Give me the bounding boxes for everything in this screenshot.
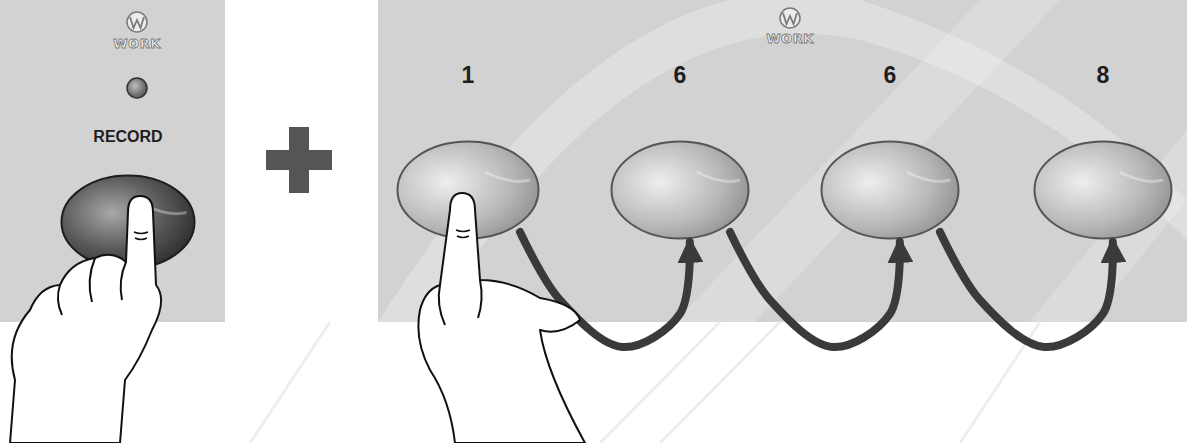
push-button: 1 <box>396 62 540 240</box>
push-button: 6 <box>610 62 750 240</box>
pointing-hand <box>10 196 161 443</box>
curved-arrow <box>730 232 900 347</box>
button-face <box>62 176 195 269</box>
record-panel <box>0 0 225 322</box>
button-sheen <box>1120 172 1163 181</box>
brand-name: WORK <box>97 36 177 51</box>
step-number: 6 <box>820 62 960 89</box>
button-face <box>1035 142 1172 239</box>
curved-arrow <box>940 232 1113 347</box>
step-number: 8 <box>1033 62 1173 89</box>
step-number: 1 <box>396 62 540 89</box>
button-label: RECORD <box>60 128 196 146</box>
button-face <box>822 142 959 239</box>
button-ellipse <box>1033 140 1173 240</box>
step-number: 6 <box>610 62 750 89</box>
button-ellipse <box>396 140 540 240</box>
watermark-band <box>930 130 1187 443</box>
button-face <box>398 142 539 239</box>
brand-name: WORK <box>750 31 830 46</box>
brand-logo <box>780 8 800 28</box>
pointing-hand <box>418 193 585 443</box>
record-led <box>127 78 147 98</box>
button-sheen <box>485 172 530 181</box>
push-button: 6 <box>820 62 960 240</box>
button-sheen <box>144 205 186 214</box>
button-ellipse <box>60 174 196 270</box>
button-ellipse <box>610 140 750 240</box>
button-ellipse <box>820 140 960 240</box>
brand-logo <box>127 12 147 32</box>
button-sheen <box>907 172 950 181</box>
button-sheen <box>697 172 740 181</box>
push-button: 8 <box>1033 62 1173 240</box>
push-button: RECORD <box>60 128 196 270</box>
curved-arrow <box>520 232 690 347</box>
plus-sign <box>266 127 332 193</box>
watermark-line <box>250 322 1040 443</box>
button-face <box>612 142 749 239</box>
